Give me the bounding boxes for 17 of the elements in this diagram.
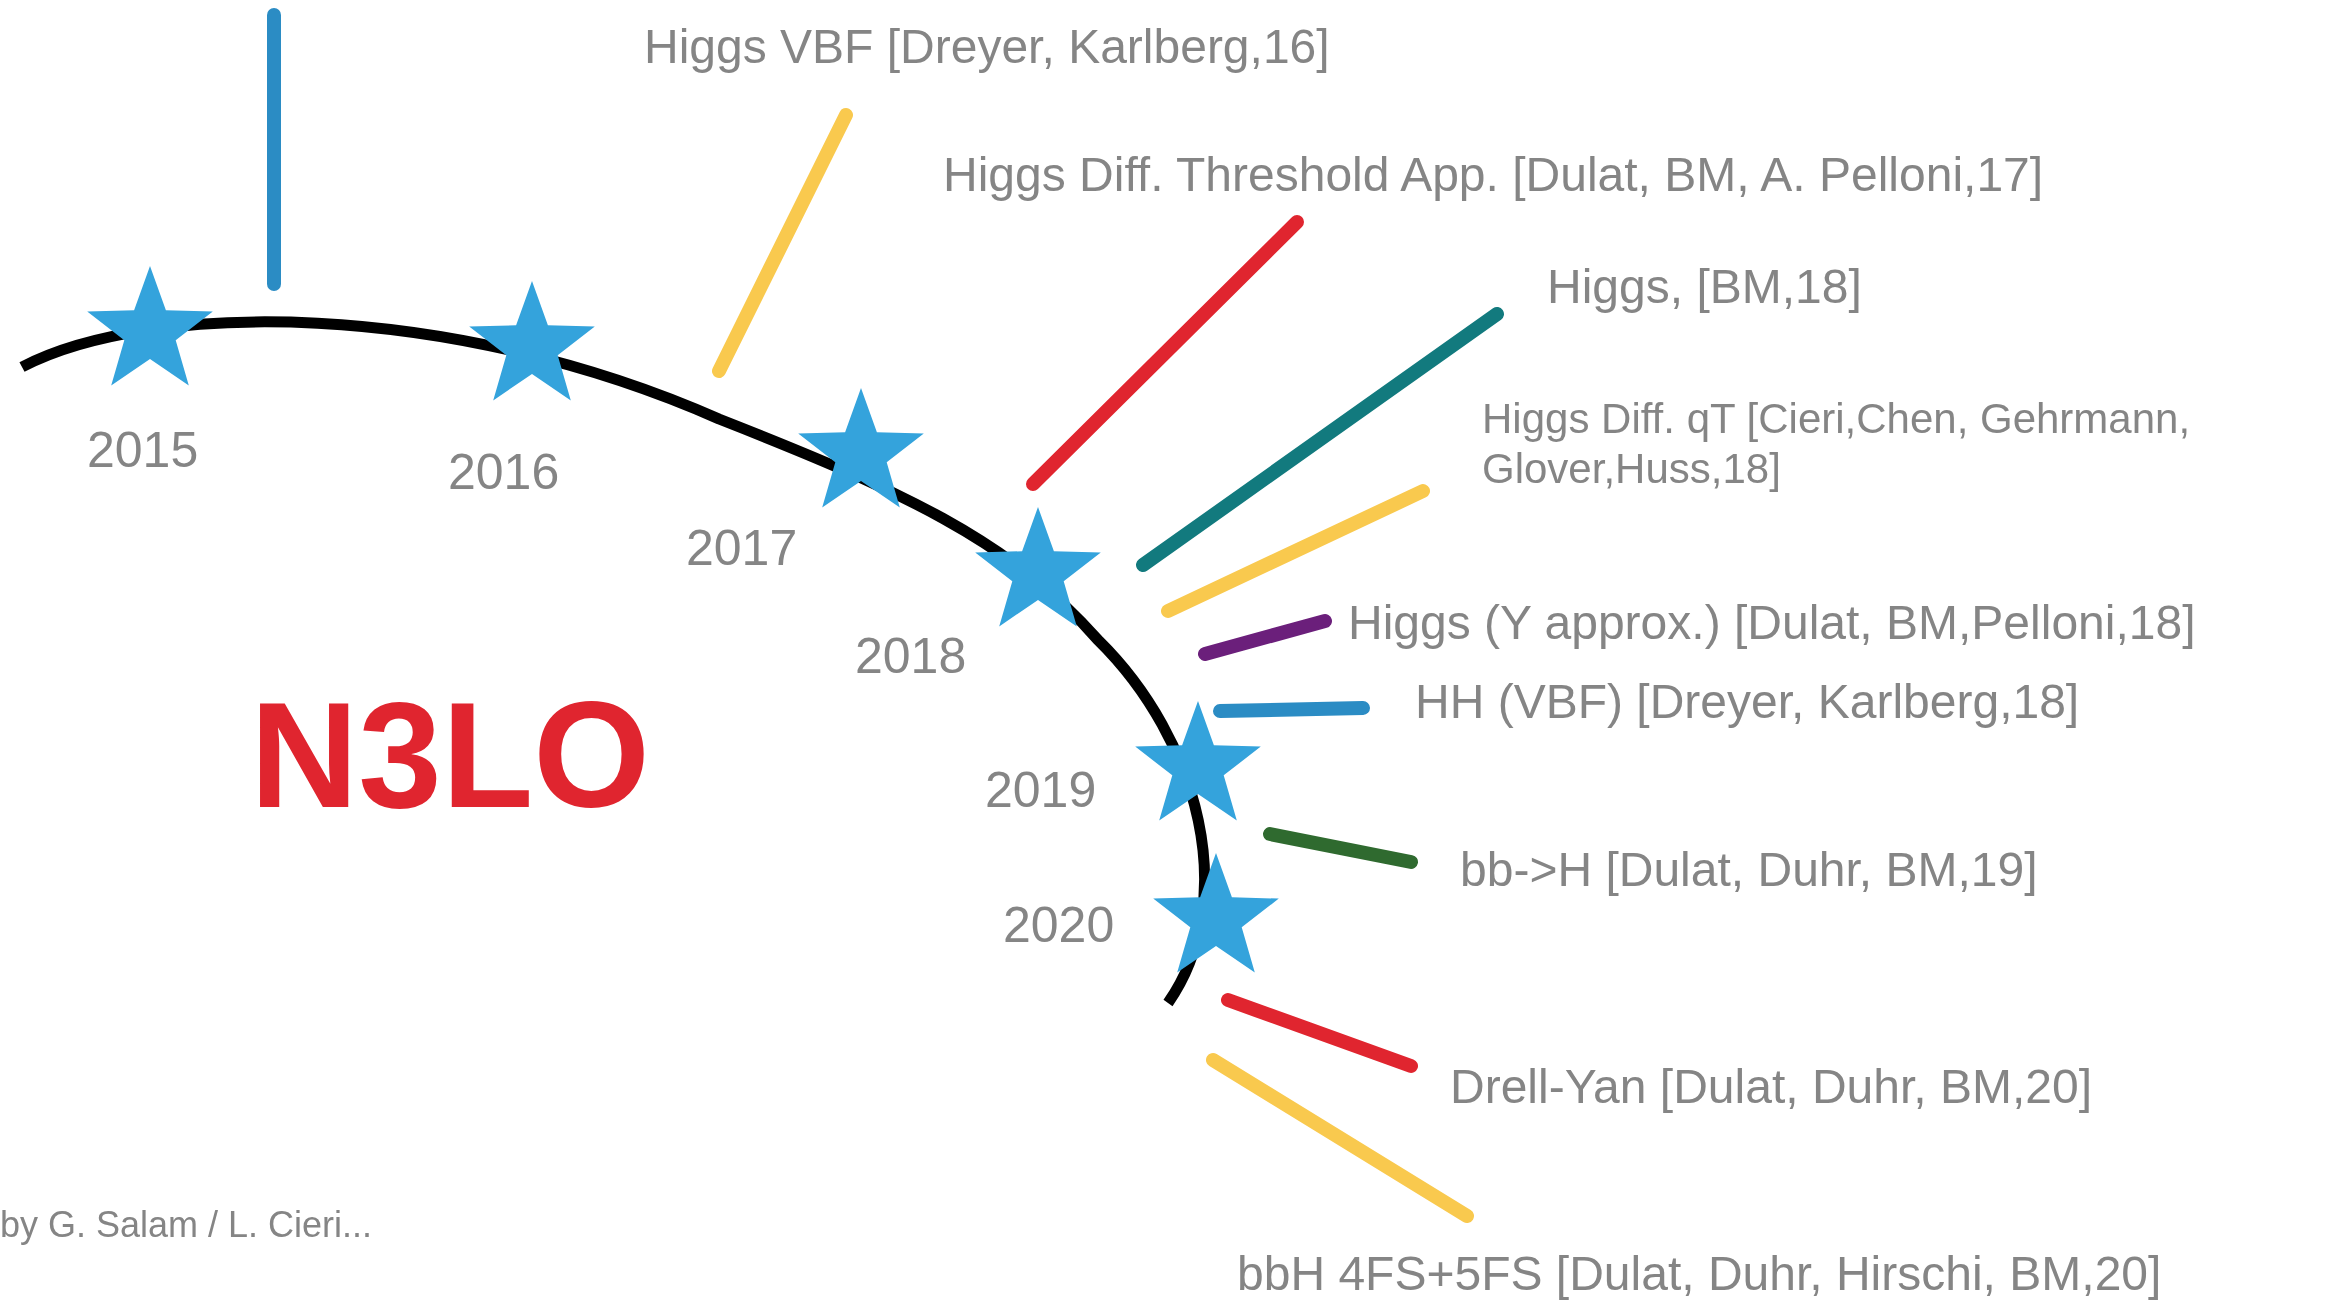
- credit-note: by G. Salam / L. Cieri...: [0, 1203, 373, 1247]
- year-label: 2015: [87, 421, 199, 480]
- title: N3LO: [250, 680, 651, 830]
- reference-text: Higgs (Y approx.) [Dulat, BM,Pelloni,18]: [1348, 595, 2196, 651]
- year-label: 2018: [855, 627, 967, 686]
- reference-text: Higgs, [BM,18]: [1547, 259, 1862, 315]
- reference-text: Higgs Diff. Threshold App. [Dulat, BM, A. Pelloni,17]: [943, 147, 2044, 203]
- reference-text: Higgs Diff. qT [Cieri,Chen, Gehrmann, Glover,Huss,18]: [1482, 394, 2192, 495]
- year-label: 2016: [448, 443, 560, 502]
- year-label: 2017: [686, 519, 798, 578]
- reference-text: Higgs VBF [Dreyer, Karlberg,16]: [644, 19, 1330, 75]
- reference-text: bb->H [Dulat, Duhr, BM,19]: [1460, 842, 2038, 898]
- year-label: 2020: [1003, 896, 1115, 955]
- reference-text: bbH 4FS+5FS [Dulat, Duhr, Hirschi, BM,20]: [1237, 1246, 2162, 1302]
- year-label: 2019: [985, 761, 1097, 820]
- reference-text: HH (VBF) [Dreyer, Karlberg,18]: [1415, 674, 2080, 730]
- reference-text: Drell-Yan [Dulat, Duhr, BM,20]: [1450, 1059, 2093, 1115]
